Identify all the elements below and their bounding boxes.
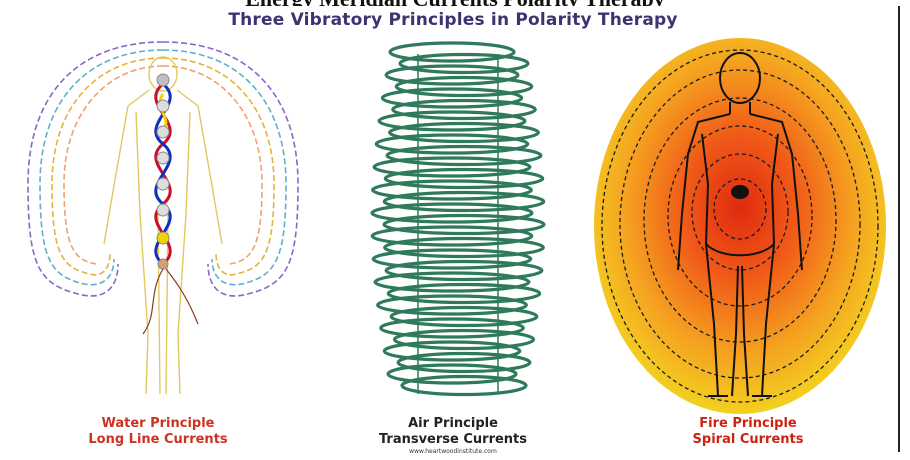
poster-title: Three Vibratory Principles in Polarity T… xyxy=(8,10,898,30)
water-currents-label: Long Line Currents xyxy=(8,432,308,448)
fire-principle-caption: Fire Principle Spiral Currents xyxy=(598,416,898,448)
water-principle-label: Water Principle xyxy=(8,416,308,432)
poster-image: Three Vibratory Principles in Polarity T… xyxy=(8,6,900,452)
fire-currents-label: Spiral Currents xyxy=(598,432,898,448)
fire-principle-illustration xyxy=(590,34,890,426)
air-coil-ring xyxy=(402,377,526,395)
air-principle-caption: Air Principle Transverse Currents xyxy=(308,416,598,448)
air-principle-illustration xyxy=(358,34,558,426)
fire-principle-label: Fire Principle xyxy=(598,416,898,432)
water-principle-caption: Water Principle Long Line Currents xyxy=(8,416,308,448)
air-principle-label: Air Principle xyxy=(308,416,598,432)
credit-text: www.heartwoodinstitute.com xyxy=(308,448,598,455)
water-principle-illustration xyxy=(18,34,308,426)
air-currents-label: Transverse Currents xyxy=(308,432,598,448)
